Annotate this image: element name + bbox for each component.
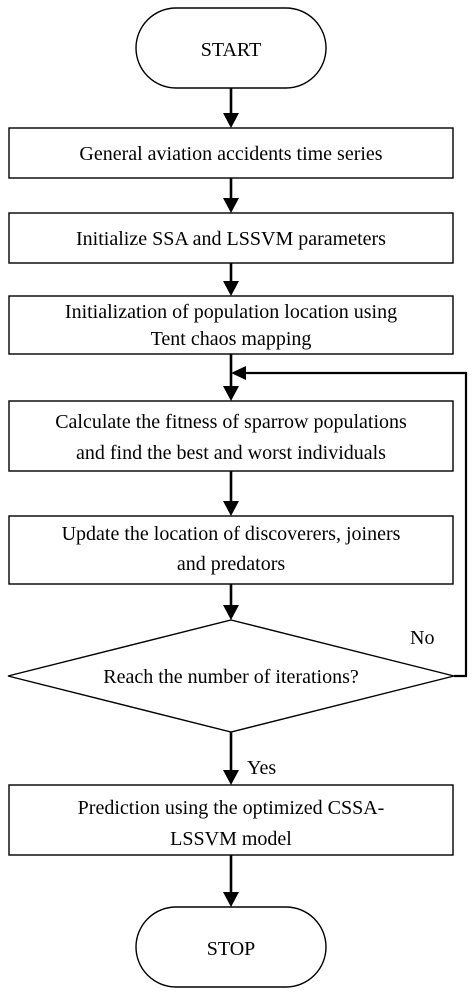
start-terminal: START xyxy=(135,7,327,89)
arrow-population-to-fitness xyxy=(223,354,239,401)
prediction-line-1: Prediction using the optimized CSSA- xyxy=(78,797,385,819)
arrow-start-to-time-series xyxy=(223,88,239,128)
stop-terminal: STOP xyxy=(135,906,327,988)
prediction-box: Prediction using the optimized CSSA- LSS… xyxy=(8,784,454,856)
no-loop-arrow xyxy=(231,366,468,678)
no-label: No xyxy=(410,627,434,649)
update-location-line-1: Update the location of discoverers, join… xyxy=(62,523,401,545)
arrow-prediction-to-stop xyxy=(223,855,239,907)
initialize-parameters-label: Initialize SSA and LSSVM parameters xyxy=(76,228,386,250)
stop-label: STOP xyxy=(207,938,256,960)
population-location-line-2: Tent chaos mapping xyxy=(151,328,312,350)
update-location-line-2: and predators xyxy=(177,553,286,575)
fitness-line-1: Calculate the fitness of sparrow populat… xyxy=(55,411,407,433)
yes-arrow xyxy=(223,732,239,785)
prediction-line-2: LSSVM model xyxy=(170,828,292,850)
yes-label: Yes xyxy=(247,757,276,779)
population-location-box: Initialization of population location us… xyxy=(8,295,454,355)
decision-label: Reach the number of iterations? xyxy=(103,666,359,688)
time-series-label: General aviation accidents time series xyxy=(79,143,382,165)
arrow-update-to-decision xyxy=(223,584,239,620)
fitness-box: Calculate the fitness of sparrow populat… xyxy=(8,400,454,472)
arrow-initialize-to-population xyxy=(223,263,239,296)
arrow-time-series-to-initialize xyxy=(223,178,239,213)
population-location-line-1: Initialization of population location us… xyxy=(65,301,397,323)
fitness-line-2: and find the best and worst individuals xyxy=(76,442,386,464)
iterations-decision: Reach the number of iterations? xyxy=(7,619,455,733)
update-location-box: Update the location of discoverers, join… xyxy=(8,515,454,585)
start-label: START xyxy=(201,39,262,61)
time-series-box: General aviation accidents time series xyxy=(8,127,454,179)
arrow-fitness-to-update xyxy=(223,471,239,516)
initialize-parameters-box: Initialize SSA and LSSVM parameters xyxy=(8,212,454,264)
